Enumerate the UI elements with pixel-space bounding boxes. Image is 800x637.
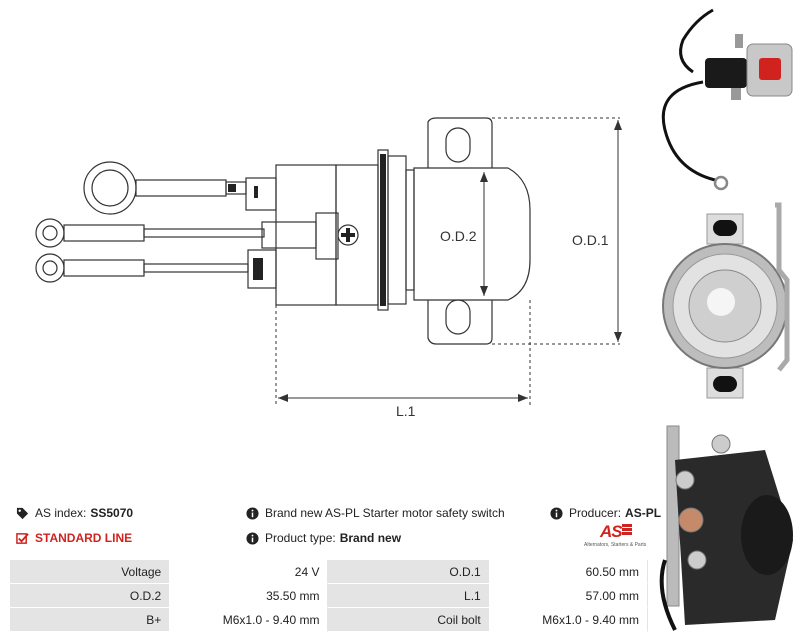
label-od1: O.D.1 [572, 232, 609, 248]
product-type: Product type: Brand new [246, 531, 401, 545]
info-icon [550, 506, 563, 520]
spec-value: 57.00 mm [488, 584, 648, 608]
producer-value: AS-PL [625, 506, 662, 520]
logo-tagline: Alternators, Starters & Parts [584, 542, 647, 548]
standard-line: STANDARD LINE [16, 531, 132, 545]
spec-key: L.1 [328, 584, 489, 608]
spec-value: M6x1.0 - 9.40 mm [488, 608, 648, 632]
product-photo-front [662, 202, 790, 399]
spec-key: Coil bolt [328, 608, 489, 632]
as-index-label: AS index: [35, 506, 87, 520]
product-type-value: Brand new [339, 531, 402, 545]
product-description: Brand new AS-PL Starter motor safety swi… [246, 506, 505, 520]
as-index-value: SS5070 [90, 506, 134, 520]
table-row: Voltage 24 V O.D.1 60.50 mm [10, 560, 648, 584]
spec-value: 24 V [169, 560, 329, 584]
checkbox-checked-icon [16, 532, 29, 544]
spec-value: M6x1.0 - 9.40 mm [169, 608, 329, 632]
logo-bars [622, 524, 632, 537]
spec-table: Voltage 24 V O.D.1 60.50 mm O.D.2 35.50 … [10, 560, 648, 632]
spec-value: 60.50 mm [488, 560, 648, 584]
spec-key: Voltage [10, 560, 170, 584]
info-icon [246, 531, 259, 545]
spec-key: B+ [10, 608, 170, 632]
description-text: Brand new AS-PL Starter motor safety swi… [265, 506, 505, 520]
as-index: AS index: SS5070 [16, 506, 133, 520]
logo-mark: AS [600, 522, 623, 541]
producer: Producer: AS-PL [550, 506, 661, 520]
product-type-label: Product type: [265, 531, 336, 545]
product-photo-side [661, 8, 793, 191]
as-pl-logo: AS Alternators, Starters & Parts [582, 522, 652, 552]
info-icon [246, 506, 259, 520]
spec-key: O.D.1 [328, 560, 489, 584]
table-row: B+ M6x1.0 - 9.40 mm Coil bolt M6x1.0 - 9… [10, 608, 648, 632]
product-photo-terminals [655, 420, 800, 637]
label-od2: O.D.2 [440, 228, 477, 244]
tag-icon [16, 507, 29, 519]
table-row: O.D.2 35.50 mm L.1 57.00 mm [10, 584, 648, 608]
spec-value: 35.50 mm [169, 584, 329, 608]
producer-label: Producer: [569, 506, 622, 520]
label-l1: L.1 [396, 403, 416, 419]
standard-line-label: STANDARD LINE [35, 531, 133, 545]
technical-drawing: O.D.2 O.D.1 L.1 [35, 117, 622, 419]
spec-key: O.D.2 [10, 584, 170, 608]
